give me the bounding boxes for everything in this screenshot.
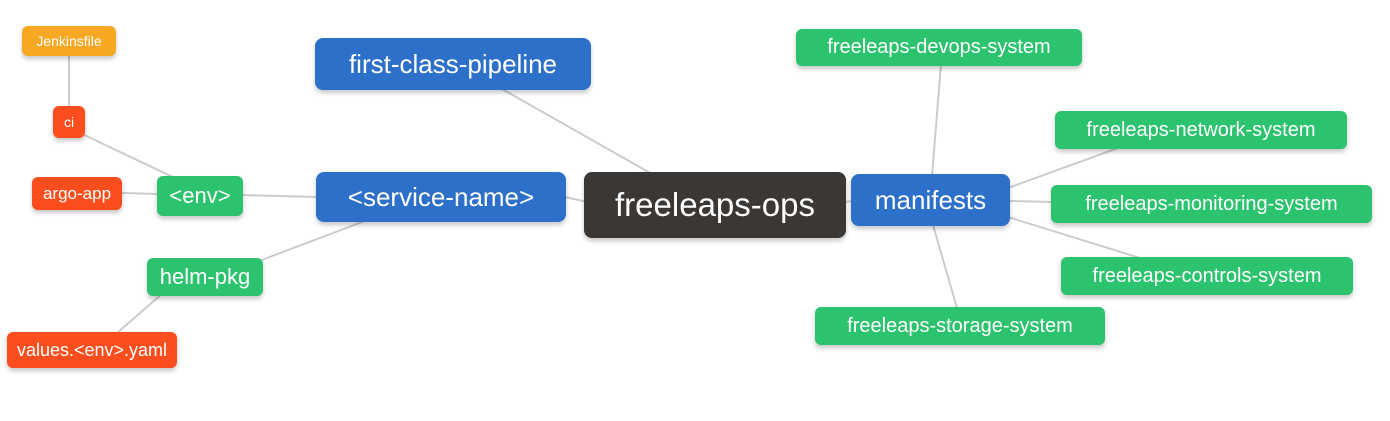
node-freeleaps-network-system[interactable]: freeleaps-network-system xyxy=(1055,111,1347,149)
node-helm-pkg[interactable]: helm-pkg xyxy=(147,258,263,296)
node-freeleaps-storage-system[interactable]: freeleaps-storage-system xyxy=(815,307,1105,345)
node-jenkinsfile[interactable]: Jenkinsfile xyxy=(22,26,116,56)
node-first-class-pipeline[interactable]: first-class-pipeline xyxy=(315,38,591,90)
edge-manifests-to-freeleaps-network-system xyxy=(1007,147,1119,189)
node-service-name[interactable]: <service-name> xyxy=(316,172,566,222)
node-values-env-yaml[interactable]: values.<env>.yaml xyxy=(7,332,177,368)
edge-manifests-to-freeleaps-controls-system xyxy=(1007,216,1141,259)
node-freeleaps-ops[interactable]: freeleaps-ops xyxy=(584,172,846,238)
node-freeleaps-controls-system[interactable]: freeleaps-controls-system xyxy=(1061,257,1353,295)
edge-argo-app-to-env xyxy=(120,192,160,195)
node-env[interactable]: <env> xyxy=(157,176,243,216)
edge-manifests-to-freeleaps-storage-system xyxy=(932,224,958,309)
node-freeleaps-devops-system[interactable]: freeleaps-devops-system xyxy=(796,29,1082,66)
node-freeleaps-monitoring-system[interactable]: freeleaps-monitoring-system xyxy=(1051,185,1372,223)
edge-first-class-pipeline-to-freeleaps-ops xyxy=(501,88,653,175)
node-argo-app[interactable]: argo-app xyxy=(32,177,122,210)
edge-manifests-to-freeleaps-devops-system xyxy=(931,63,942,177)
edge-values-env-yaml-to-helm-pkg xyxy=(116,292,164,334)
node-ci[interactable]: ci xyxy=(53,106,85,138)
edge-helm-pkg-to-service-name xyxy=(258,218,371,262)
edge-manifests-to-freeleaps-monitoring-system xyxy=(1008,200,1054,203)
node-manifests[interactable]: manifests xyxy=(851,174,1010,226)
edge-env-to-service-name xyxy=(241,194,319,198)
